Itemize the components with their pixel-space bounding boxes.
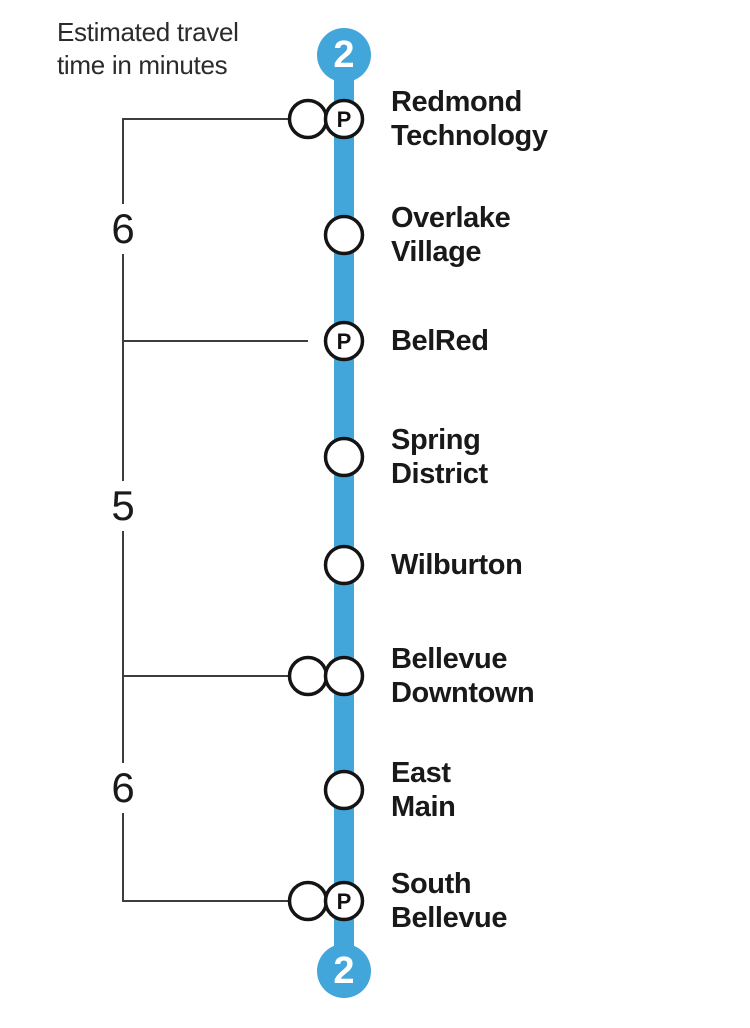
travel-time-legend: Estimated travel time in minutes [57,16,239,82]
station-label-east-main: East Main [391,757,456,823]
station-label-south-bellevue: South Bellevue [391,868,508,934]
parking-station-icon: P [323,320,365,362]
bracket-tick-belred [122,340,308,342]
parking-icon: P [337,889,352,914]
station-label-belred: BelRed [391,325,489,357]
bracket-segment [122,531,124,763]
station-label-overlake-village: Overlake Village [391,202,511,268]
line-number-badge-top: 2 [317,28,371,82]
route-line [334,55,354,971]
legend-line-2: time in minutes [57,50,228,80]
station-marker-overlake-village [320,211,368,259]
station-marker-east-main [320,766,368,814]
bracket-tick-redmond-technology [122,118,288,120]
travel-time-redmond-technology-to-belred: 6 [111,205,135,252]
station-circle-icon [323,214,365,256]
station-label-redmond-technology: Redmond Technology [391,86,548,152]
station-label-bellevue-downtown: Bellevue Downtown [391,643,535,709]
station-marker-redmond-technology: P [276,95,368,143]
parking-icon: P [337,107,352,132]
station-marker-belred: P [320,317,368,365]
station-marker-wilburton [320,541,368,589]
parking-icon: P [337,329,352,354]
bracket-segment [122,813,124,901]
double-circle-station-icon: P [287,880,365,922]
legend-line-1: Estimated travel [57,17,239,47]
travel-time-belred-to-bellevue-downtown: 5 [111,482,135,529]
line-number-badge-bottom: 2 [317,944,371,998]
station-marker-south-bellevue: P [276,877,368,925]
station-circle-icon [323,436,365,478]
double-circle-station-icon [287,655,365,697]
travel-time-bellevue-downtown-to-south-bellevue: 6 [111,764,135,811]
station-label-wilburton: Wilburton [391,549,523,581]
station-circle-icon [323,544,365,586]
station-circle-icon [323,769,365,811]
bracket-segment [122,119,124,204]
bracket-segment [122,254,124,481]
line-number: 2 [333,949,355,992]
bracket-tick-south-bellevue [122,900,288,902]
bracket-tick-bellevue-downtown [122,675,288,677]
double-circle-station-icon: P [287,98,365,140]
station-label-spring-district: Spring District [391,424,488,490]
station-marker-spring-district [320,433,368,481]
line-number: 2 [333,33,355,76]
station-marker-bellevue-downtown [276,652,368,700]
